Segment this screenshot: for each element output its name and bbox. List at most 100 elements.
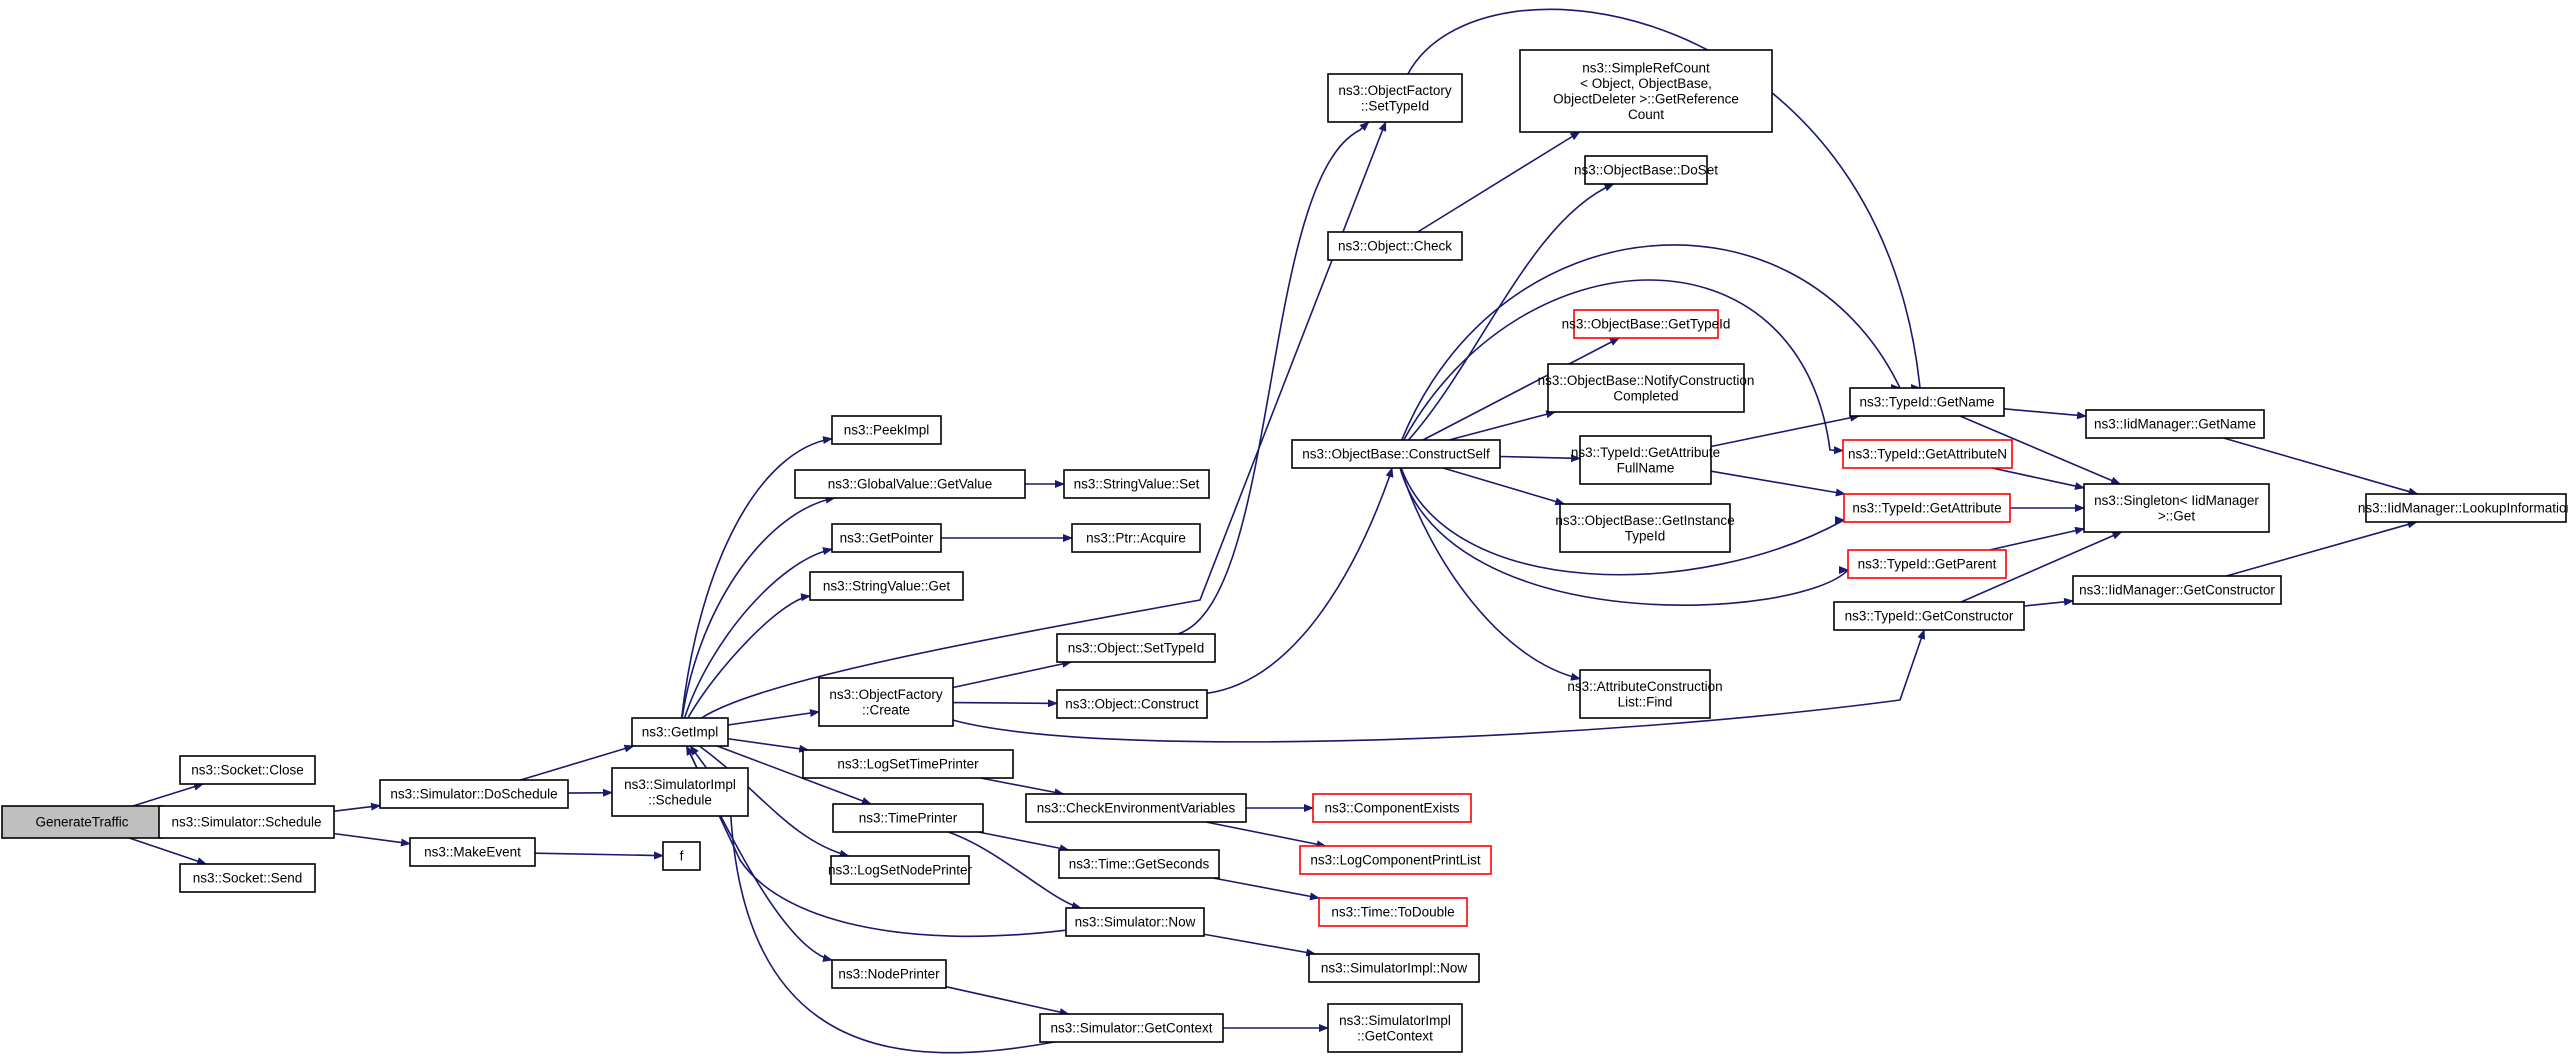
node-label: < Object, ObjectBase, [1580, 76, 1712, 91]
node-label: ns3::ObjectFactory [829, 687, 943, 702]
node-box [831, 959, 947, 989]
node-objcheck[interactable]: ns3::Object::Check [1327, 231, 1463, 261]
node-getseconds[interactable]: ns3::Time::GetSeconds [1058, 849, 1220, 879]
node-label: ::GetContext [1357, 1028, 1433, 1043]
node-makeevent[interactable]: ns3::MakeEvent [409, 837, 536, 867]
node-box [1327, 1003, 1463, 1053]
node-label: ns3::IidManager::LookupInformation [2358, 501, 2568, 516]
node-svset[interactable]: ns3::StringValue::Set [1063, 469, 1210, 499]
node-lognode[interactable]: ns3::LogSetNodePrinter [828, 855, 973, 885]
edge-checkenv-to-logcompprint [1205, 821, 1327, 849]
edge-getimpl-to-getptr [683, 547, 833, 719]
edge-obconstructself-to-tidattr [1400, 467, 1845, 576]
node-f[interactable]: f [662, 841, 701, 871]
node-simnow[interactable]: ns3::Simulator::Now [1065, 907, 1205, 937]
edge-sched-to-makeevent [333, 832, 411, 847]
node-iidgetname[interactable]: ns3::IidManager::GetName [2085, 409, 2265, 439]
node-objsettid[interactable]: ns3::Object::SetTypeId [1056, 633, 1216, 663]
node-obgettid[interactable]: ns3::ObjectBase::GetTypeId [1562, 309, 1731, 339]
node-label: ns3::GetPointer [840, 531, 934, 546]
edge-obconstructself-to-tidgetname [1400, 244, 1901, 441]
edge-getimpl-to-logtime [727, 737, 810, 753]
node-sched[interactable]: ns3::Simulator::Schedule [158, 805, 335, 839]
node-label: ns3::TypeId::GetConstructor [1845, 609, 2014, 624]
node-compexists[interactable]: ns3::ComponentExists [1312, 793, 1472, 823]
node-send[interactable]: ns3::Socket::Send [179, 863, 316, 893]
edge-ofsettid-to-tidgetname [1407, 8, 1924, 389]
node-simimplsched[interactable]: ns3::SimulatorImpl::Schedule [611, 767, 749, 817]
edge-gen-to-close [132, 782, 204, 807]
node-box [1056, 689, 1208, 719]
node-logtime[interactable]: ns3::LogSetTimePrinter [802, 749, 1014, 779]
node-tidgetname[interactable]: ns3::TypeId::GetName [1849, 387, 2005, 417]
node-iidctor[interactable]: ns3::IidManager::GetConstructor [2072, 575, 2282, 605]
edge-tidattrfull-to-tidattr [1710, 470, 1846, 497]
node-label: ns3::PeekImpl [844, 423, 930, 438]
node-box [832, 803, 984, 833]
node-tidctor[interactable]: ns3::TypeId::GetConstructor [1833, 601, 2025, 631]
node-label: ns3::Simulator::Now [1075, 915, 1196, 930]
node-svget[interactable]: ns3::StringValue::Get [809, 571, 964, 601]
node-simimplnow[interactable]: ns3::SimulatorImpl::Now [1308, 953, 1480, 983]
node-ptracq[interactable]: ns3::Ptr::Acquire [1071, 523, 1201, 553]
node-logcompprint[interactable]: ns3::LogComponentPrintList [1299, 845, 1492, 875]
node-box [1584, 155, 1708, 185]
node-tidattrn[interactable]: ns3::TypeId::GetAttributeN [1842, 439, 2013, 469]
node-gen[interactable]: GenerateTraffic [1, 805, 163, 839]
node-label: ns3::Simulator::DoSchedule [390, 787, 557, 802]
node-todouble[interactable]: ns3::Time::ToDouble [1318, 897, 1468, 927]
node-tidattr[interactable]: ns3::TypeId::GetAttribute [1843, 493, 2011, 523]
node-box [1833, 601, 2025, 631]
node-box [1058, 849, 1220, 879]
node-label: ns3::Socket::Close [191, 763, 304, 778]
edge-ofcreate-to-tidctor [952, 629, 1926, 743]
node-singleton[interactable]: ns3::Singleton< IidManager>::Get [2083, 483, 2270, 533]
node-close[interactable]: ns3::Socket::Close [179, 755, 316, 785]
edge-obconstructself-to-obinstance [1442, 467, 1566, 506]
node-label: ns3::IidManager::GetName [2094, 417, 2256, 432]
node-checkenv[interactable]: ns3::CheckEnvironmentVariables [1025, 793, 1247, 823]
node-simimplctx[interactable]: ns3::SimulatorImpl::GetContext [1327, 1003, 1463, 1053]
node-label: ns3::IidManager::GetConstructor [2079, 583, 2275, 598]
node-peekimpl[interactable]: ns3::PeekImpl [831, 415, 942, 445]
node-label: ns3::GlobalValue::GetValue [828, 477, 993, 492]
node-label: ns3::Object::SetTypeId [1068, 641, 1205, 656]
node-box [1039, 1013, 1224, 1043]
node-label: Completed [1613, 388, 1678, 403]
node-box [2072, 575, 2282, 605]
node-simplerc[interactable]: ns3::SimpleRefCount< Object, ObjectBase,… [1519, 49, 1773, 133]
node-box [830, 855, 970, 885]
node-simctx[interactable]: ns3::Simulator::GetContext [1039, 1013, 1224, 1043]
edge-getimpl-to-lognode [698, 745, 850, 858]
node-timeprinter[interactable]: ns3::TimePrinter [832, 803, 984, 833]
edge-getimpl-to-ofcreate [727, 709, 820, 726]
node-objconstruct[interactable]: ns3::Object::Construct [1056, 689, 1208, 719]
node-obnotify[interactable]: ns3::ObjectBase::NotifyConstructionCompl… [1538, 363, 1755, 413]
node-ofsettid[interactable]: ns3::ObjectFactory::SetTypeId [1327, 73, 1463, 123]
edge-dosched-to-getimpl [520, 744, 635, 781]
node-obconstructself[interactable]: ns3::ObjectBase::ConstructSelf [1291, 439, 1501, 469]
node-label: ns3::ComponentExists [1324, 801, 1459, 816]
node-box [379, 779, 569, 809]
node-getptr[interactable]: ns3::GetPointer [831, 523, 942, 553]
node-ofcreate[interactable]: ns3::ObjectFactory::Create [818, 677, 954, 727]
node-nodeprinter[interactable]: ns3::NodePrinter [831, 959, 947, 989]
node-gvget[interactable]: ns3::GlobalValue::GetValue [794, 469, 1026, 499]
node-dosched[interactable]: ns3::Simulator::DoSchedule [379, 779, 569, 809]
node-iidlookup[interactable]: ns3::IidManager::LookupInformation [2358, 493, 2568, 523]
node-label: ns3::GetImpl [642, 725, 719, 740]
node-box [831, 415, 942, 445]
edge-obconstructself-to-tidattrfull [1499, 454, 1581, 463]
node-label: TypeId [1625, 528, 1666, 543]
edge-obconstructself-to-obnotify [1448, 410, 1557, 441]
node-label: ns3::ObjectBase::GetTypeId [1562, 317, 1731, 332]
edge-iidctor-to-iidlookup [2226, 520, 2418, 577]
node-label: ns3::Ptr::Acquire [1086, 531, 1186, 546]
node-tidparent[interactable]: ns3::TypeId::GetParent [1847, 549, 2007, 579]
node-getimpl[interactable]: ns3::GetImpl [631, 717, 729, 747]
node-obdoset[interactable]: ns3::ObjectBase::DoSet [1574, 155, 1718, 185]
node-box [1579, 435, 1712, 485]
